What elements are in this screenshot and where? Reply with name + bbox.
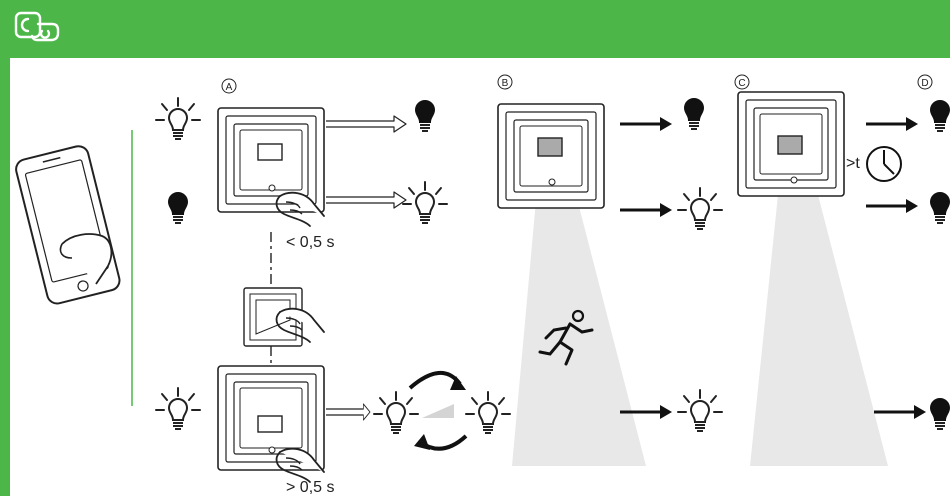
svg-text:D: D <box>921 78 928 89</box>
outline-arrow <box>325 191 407 209</box>
switch-plate-bottom <box>217 365 325 471</box>
bulb-on-icon <box>155 387 201 430</box>
running-person-icon <box>538 309 594 366</box>
bulb-off-icon <box>930 100 950 132</box>
bulb-on-icon <box>465 391 511 434</box>
long-press-label: > 0,5 s <box>286 479 334 496</box>
bulb-on-icon <box>373 391 419 434</box>
switch-plate-top <box>217 107 325 213</box>
smartphone-icon <box>15 145 121 305</box>
bulb-on-icon <box>677 187 723 230</box>
clock-icon <box>866 146 902 182</box>
panel-label-c: C <box>734 74 750 90</box>
solid-arrow <box>864 197 920 215</box>
svg-text:A: A <box>226 82 233 93</box>
bulb-off-icon <box>415 100 435 132</box>
short-press-label: < 0,5 s <box>286 234 334 251</box>
bulb-on-icon <box>677 389 723 432</box>
panel-label-d: D <box>917 74 933 90</box>
solid-arrow <box>864 115 920 133</box>
dimming-cycle-icon <box>408 370 468 451</box>
bulb-on-icon <box>402 181 448 224</box>
timer-label: >t <box>846 155 860 172</box>
motion-detector-c <box>737 91 845 197</box>
header-bar <box>0 0 950 58</box>
left-accent-bar <box>0 58 10 496</box>
solid-arrow <box>618 115 674 133</box>
outline-arrow-short <box>325 403 371 421</box>
bulb-off-icon <box>168 192 188 224</box>
push-button-switch <box>243 287 303 347</box>
solid-arrow <box>872 403 928 421</box>
bulb-on-icon <box>155 97 201 140</box>
bulb-off-icon <box>930 192 950 224</box>
svg-text:C: C <box>738 78 745 89</box>
motion-detector-b <box>497 103 605 209</box>
hand-card-icon <box>14 11 60 42</box>
detection-zone <box>750 156 888 466</box>
panel-label-a: A <box>221 78 237 94</box>
bulb-off-icon <box>930 398 950 430</box>
svg-text:B: B <box>502 78 509 89</box>
bulb-off-icon <box>684 98 704 130</box>
outline-arrow <box>325 115 407 133</box>
solid-arrow <box>618 201 674 219</box>
panel-label-b: B <box>497 74 513 90</box>
